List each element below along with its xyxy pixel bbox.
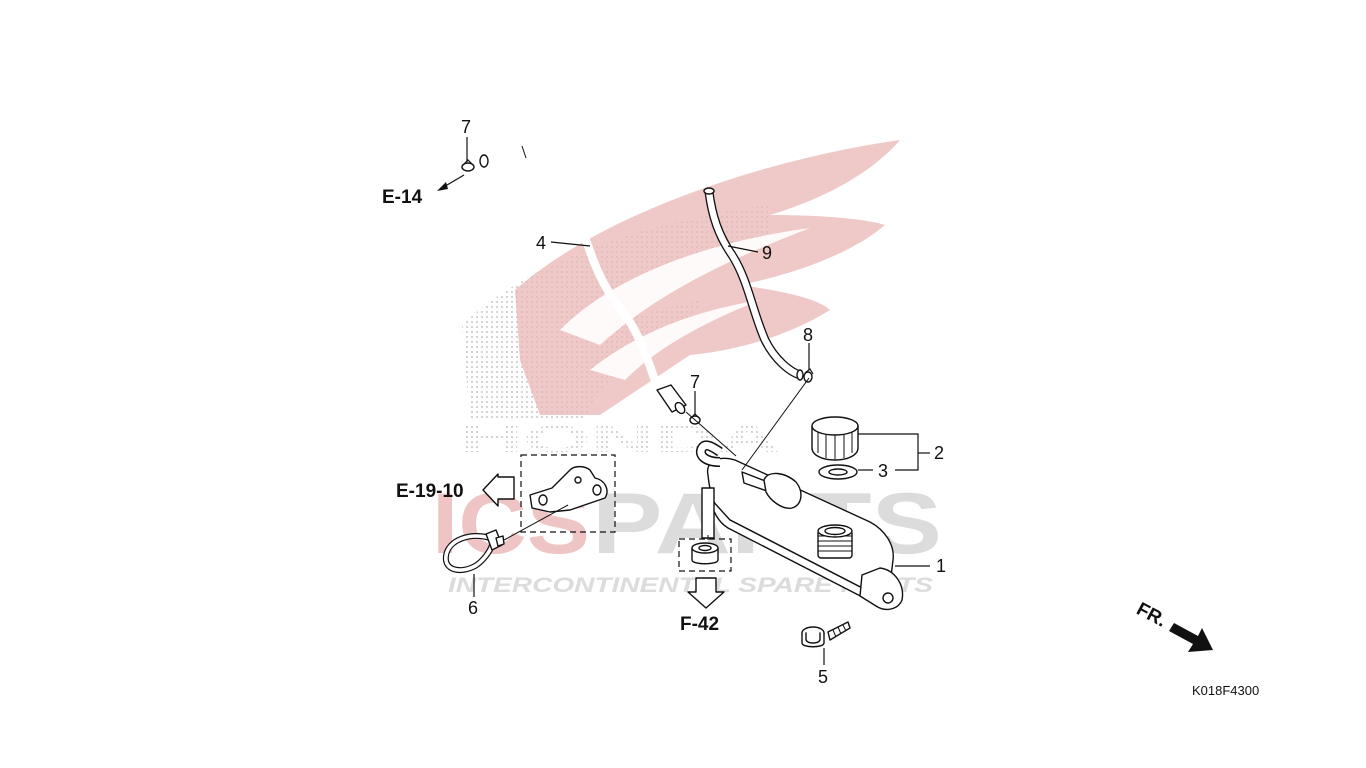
reference-f42[interactable]: F-42 bbox=[680, 614, 719, 635]
reference-e1910[interactable]: E-19-10 bbox=[396, 481, 464, 502]
callout-3: 3 bbox=[878, 461, 888, 481]
bolt-part-5 bbox=[801, 621, 851, 648]
reference-e14[interactable]: E-14 bbox=[382, 187, 423, 208]
leader-lines bbox=[466, 137, 930, 665]
diagram-code: K018F4300 bbox=[1192, 683, 1259, 698]
callout-2: 2 bbox=[934, 443, 944, 463]
reference-arrows bbox=[437, 174, 1213, 652]
hose-part-4 bbox=[479, 143, 687, 415]
grommet-part bbox=[678, 538, 732, 572]
reservoir-cap-part-2 bbox=[811, 416, 859, 461]
watermark-brand: HONDA bbox=[460, 419, 780, 461]
callout-8: 8 bbox=[803, 325, 813, 345]
callout-6: 6 bbox=[468, 598, 478, 618]
callout-1: 1 bbox=[936, 556, 946, 576]
reservoir-tank-part-1 bbox=[696, 440, 904, 611]
clamp-part-7-top bbox=[461, 159, 475, 172]
callout-7-top: 7 bbox=[461, 117, 471, 137]
watermark-wing bbox=[515, 140, 900, 415]
hose-part-9 bbox=[703, 187, 804, 381]
watermark-tagline: INTERCONTINENTAL SPARE PARTS bbox=[448, 574, 933, 597]
bracket-part bbox=[520, 454, 616, 533]
front-indicator: FR. bbox=[1133, 599, 1170, 632]
cable-clip-part-6 bbox=[442, 529, 505, 574]
callout-4: 4 bbox=[536, 233, 546, 253]
clamp-part-8 bbox=[803, 368, 814, 383]
callouts: 1 2 3 4 5 6 7 7 8 9 bbox=[461, 117, 946, 687]
washer-part-3 bbox=[818, 464, 858, 480]
callout-5: 5 bbox=[818, 667, 828, 687]
callout-7-mid: 7 bbox=[690, 372, 700, 392]
callout-9: 9 bbox=[762, 243, 772, 263]
